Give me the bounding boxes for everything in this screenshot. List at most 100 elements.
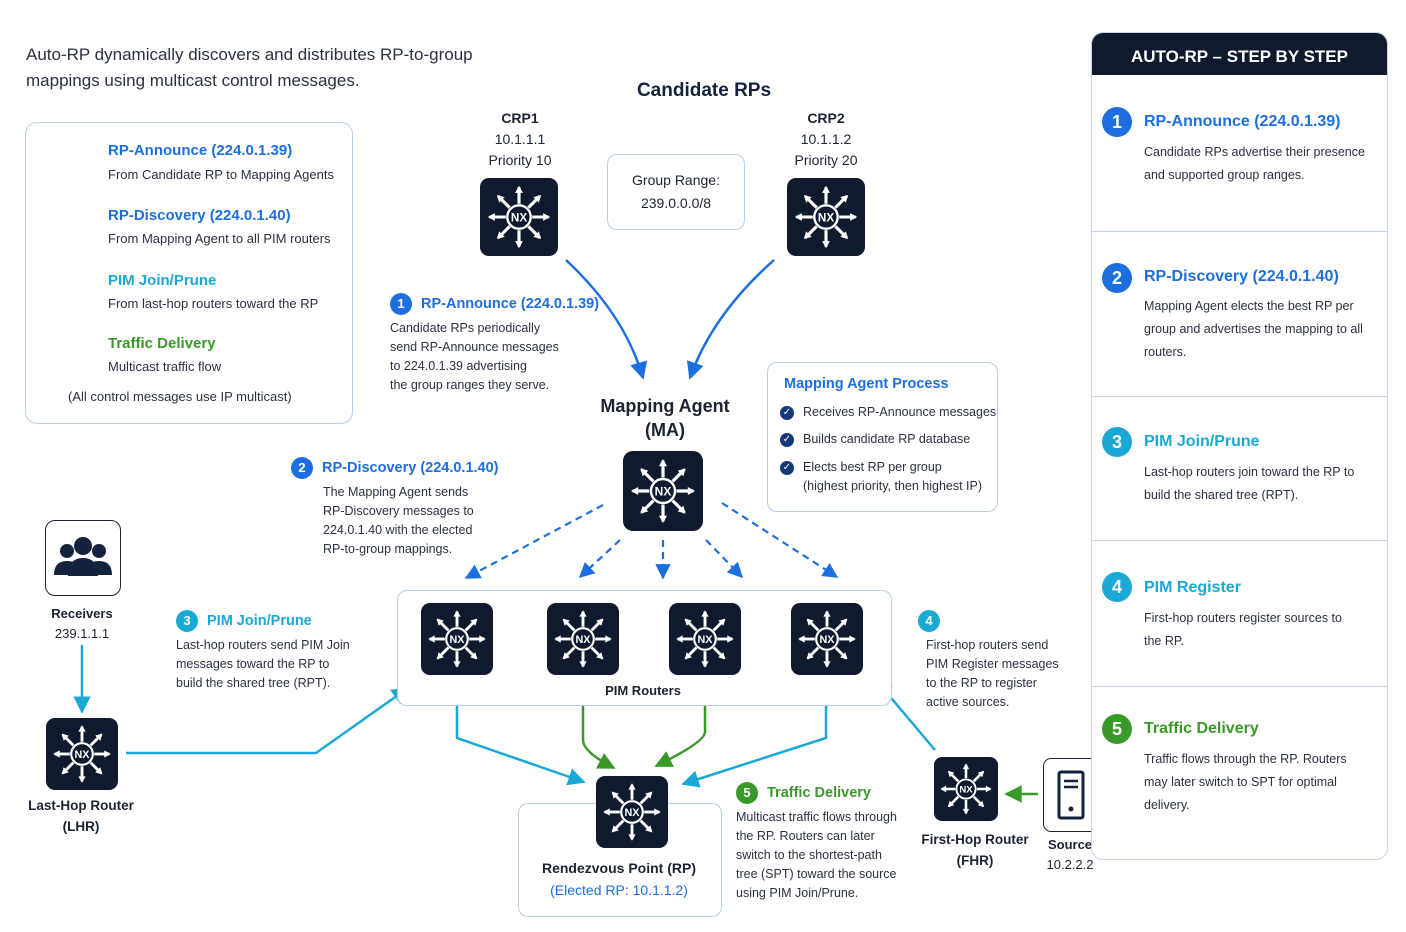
- lhr-router-icon: NX: [46, 718, 118, 790]
- step-3-badge: 3: [176, 610, 198, 632]
- receivers-label: Receivers 239.1.1.1: [51, 606, 113, 641]
- crp1-router-icon: NX: [480, 178, 558, 256]
- callout-1-title: RP-Announce (224.0.1.39): [421, 296, 600, 312]
- nx-label: NX: [75, 749, 91, 761]
- step-desc: Candidate RPs advertise their presence a…: [1144, 145, 1365, 182]
- candidate-rps-title: Candidate RPs: [636, 80, 772, 101]
- callout-2-line: RP-to-group mappings.: [323, 542, 453, 556]
- legend-join-title: PIM Join/Prune: [108, 272, 217, 289]
- legend-announce-title: RP-Announce (224.0.1.39): [108, 142, 293, 159]
- group-range-label: Group Range:: [632, 172, 720, 188]
- group-range-box: Group Range: 239.0.0.0/8: [607, 154, 745, 230]
- join-arrow-lhr: [126, 686, 410, 755]
- nx-label: NX: [820, 634, 836, 646]
- rp-label: Rendezvous Point (RP) (Elected RP: 10.1.…: [520, 857, 718, 901]
- step-number: 1: [1102, 107, 1132, 137]
- callout-pim-join: 3 PIM Join/Prune Last-hop routers send PI…: [176, 610, 350, 693]
- intro-text: Auto-RP dynamically discovers and distri…: [26, 45, 473, 90]
- source-label: Source 10.2.2.2: [1046, 837, 1094, 872]
- callout-pim-register: 4 First-hop routers send PIM Register me…: [918, 610, 1059, 712]
- callout-1-line: Candidate RPs periodically: [390, 321, 541, 335]
- callout-2-title: RP-Discovery (224.0.1.40): [322, 460, 499, 476]
- users-icon: [54, 537, 112, 576]
- discovery-arrow-1: [464, 504, 604, 579]
- step-number: 3: [1102, 427, 1132, 457]
- ma-process-item: ✓Elects best RP per group(highest priori…: [780, 458, 982, 496]
- callout-2-line: RP-Discovery messages to: [323, 504, 474, 518]
- callout-5-line: tree (SPT) toward the source: [736, 867, 897, 881]
- source-box: [1043, 758, 1099, 832]
- nx-label: NX: [655, 484, 672, 498]
- step-5-badge: 5: [736, 782, 758, 804]
- rp-title: Rendezvous Point (RP): [541, 860, 696, 876]
- crp1-label: CRP1 10.1.1.1 Priority 10: [488, 110, 552, 168]
- nx-label: NX: [511, 211, 527, 224]
- nx-label: NX: [818, 211, 834, 224]
- callout-4-line: PIM Register messages: [926, 657, 1059, 671]
- step-title: PIM Join/Prune: [1144, 433, 1260, 450]
- legend-discovery-desc: From Mapping Agent to all PIM routers: [108, 231, 331, 246]
- pim-router-icon: NX: [547, 603, 619, 675]
- crp2-label: CRP2 10.1.1.2 Priority 20: [794, 110, 858, 168]
- callout-3-line: messages toward the RP to: [176, 657, 330, 671]
- callout-3-line: Last-hop routers send PIM Join: [176, 638, 350, 652]
- discovery-arrow-5: [721, 502, 839, 578]
- callout-3-title: PIM Join/Prune: [207, 613, 312, 629]
- server-icon: [1057, 770, 1085, 820]
- check-icon: ✓: [780, 433, 794, 447]
- callout-1-line: the group ranges they serve.: [390, 378, 550, 392]
- step-1-badge: 1: [390, 293, 412, 315]
- lhr-label: Last-Hop Router (LHR): [28, 798, 134, 834]
- callout-5-line: using PIM Join/Prune.: [736, 886, 859, 900]
- traffic-arrow-r3: [654, 672, 707, 768]
- step-item-3: 3 PIM Join/Prune Last-hop routers join t…: [1092, 396, 1387, 541]
- crp2-router-icon: NX: [787, 178, 865, 256]
- step-title: RP-Discovery (224.0.1.40): [1144, 268, 1339, 285]
- fhr-router-icon: NX: [934, 757, 998, 821]
- check-icon: ✓: [780, 406, 794, 420]
- step-desc: Mapping Agent elects the best RP per gro…: [1144, 299, 1363, 359]
- nx-label: NX: [959, 785, 973, 796]
- step-number: 5: [1102, 714, 1132, 744]
- step-item-5: 5 Traffic Delivery Traffic flows through…: [1092, 686, 1387, 859]
- ma-process-item: ✓Receives RP-Announce messages: [780, 403, 996, 422]
- legend-discovery-title: RP-Discovery (224.0.1.40): [108, 207, 291, 224]
- nx-label: NX: [625, 807, 641, 819]
- traffic-arrow-r2: [581, 672, 616, 770]
- step-title: Traffic Delivery: [1144, 720, 1259, 737]
- ma-process-box: Mapping Agent Process ✓Receives RP-Annou…: [767, 362, 998, 512]
- ma-process-title: Mapping Agent Process: [784, 376, 949, 392]
- announce-arrow-crp2: [686, 259, 775, 380]
- step-4-badge: 4: [918, 610, 940, 632]
- callout-5-line: Multicast traffic flows through: [736, 810, 897, 824]
- callout-2-line: The Mapping Agent sends: [323, 485, 469, 499]
- announce-arrow-crp1: [565, 259, 648, 380]
- pim-router-icon: NX: [421, 603, 493, 675]
- callout-rp-announce: 1 RP-Announce (224.0.1.39) Candidate RPs …: [390, 293, 599, 395]
- step-desc: Traffic flows through the RP. Routers ma…: [1144, 752, 1347, 812]
- step-item-2: 2 RP-Discovery (224.0.1.40) Mapping Agen…: [1092, 231, 1387, 397]
- callout-5-line: switch to the shortest-path: [736, 848, 882, 862]
- callout-1-line: to 224.0.1.39 advertising: [390, 359, 527, 373]
- legend-announce-desc: From Candidate RP to Mapping Agents: [108, 167, 334, 182]
- legend-traffic-title: Traffic Delivery: [108, 335, 216, 352]
- legend-note: (All control messages use IP multicast): [68, 389, 292, 404]
- callout-4-line: active sources.: [926, 695, 1010, 709]
- mapping-agent-icon: NX: [623, 451, 703, 531]
- steps-panel: AUTO-RP – STEP BY STEP 1 RP-Announce (22…: [1091, 32, 1388, 860]
- steps-header: AUTO-RP – STEP BY STEP: [1092, 33, 1387, 75]
- callout-2-line: 224.0.1.40 with the elected: [323, 523, 473, 537]
- nx-label: NX: [698, 634, 714, 646]
- callout-rp-discovery: 2 RP-Discovery (224.0.1.40) The Mapping A…: [291, 457, 499, 559]
- group-range-value: 239.0.0.0/8: [640, 195, 712, 211]
- ma-process-item: ✓Builds candidate RP database: [780, 430, 970, 449]
- step-title: RP-Announce (224.0.1.39): [1144, 113, 1341, 130]
- receivers-box: [45, 520, 121, 596]
- step-item-1: 1 RP-Announce (224.0.1.39) Candidate RPs…: [1092, 75, 1387, 231]
- legend-join-desc: From last-hop routers toward the RP: [108, 296, 319, 311]
- nx-label: NX: [576, 634, 592, 646]
- step-2-badge: 2: [291, 457, 313, 479]
- step-desc: First-hop routers register sources to th…: [1144, 611, 1342, 648]
- callout-4-line: First-hop routers send: [926, 638, 1049, 652]
- step-number: 4: [1102, 572, 1132, 602]
